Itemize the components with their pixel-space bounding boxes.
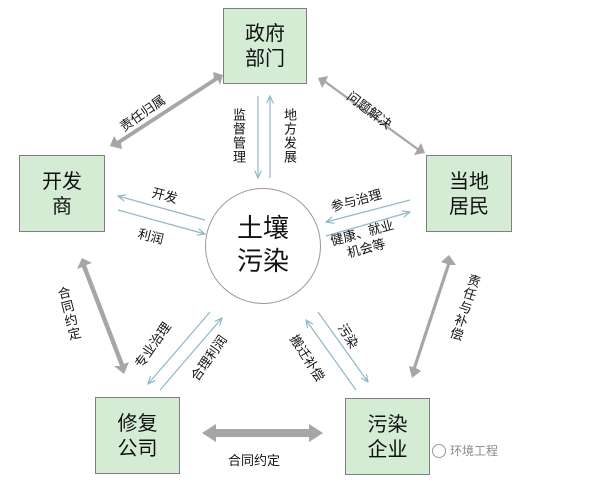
arrow-residents-polluter: [409, 255, 456, 378]
arrow-res-in: [326, 199, 411, 222]
wechat-icon: [432, 443, 446, 458]
arrow-gov-residents: [318, 76, 425, 155]
node-residents: 当地 居民: [426, 155, 512, 232]
arrow-remediation-polluter: [202, 424, 323, 442]
node-developer-label: 开发 商: [42, 168, 82, 218]
node-remediation-label: 修复 公司: [117, 410, 158, 460]
center-label: 土壤 污染: [236, 214, 289, 277]
center-soil-pollution: 土壤 污染: [205, 188, 321, 304]
arrow-dev-out: [118, 196, 206, 221]
label-supervise: 监督管理: [230, 108, 245, 164]
arrow-developer-remediation: [77, 258, 129, 374]
label-develop-area: 地方发展: [281, 108, 296, 164]
arrow-res-out: [325, 212, 410, 237]
watermark-text: 环境工程: [450, 444, 499, 458]
arrow-dev-in: [117, 209, 205, 234]
label-remediation-polluter: 合同约定: [228, 454, 281, 469]
node-developer: 开发 商: [19, 155, 105, 232]
arrow-pol-out: [306, 320, 357, 391]
arrow-pol-in: [317, 311, 368, 382]
arrow-rem-out: [159, 318, 222, 391]
node-polluter-label: 污染 企业: [367, 411, 408, 461]
node-government-label: 政府 部门: [245, 21, 285, 70]
watermark: 环境工程: [432, 442, 498, 459]
node-government: 政府 部门: [223, 8, 307, 84]
node-residents-label: 当地 居民: [449, 168, 489, 218]
arrow-rem-in: [148, 311, 211, 384]
node-polluter: 污染 企业: [345, 398, 430, 475]
node-remediation: 修复 公司: [95, 397, 180, 474]
arrow-gov-developer: [110, 72, 223, 149]
